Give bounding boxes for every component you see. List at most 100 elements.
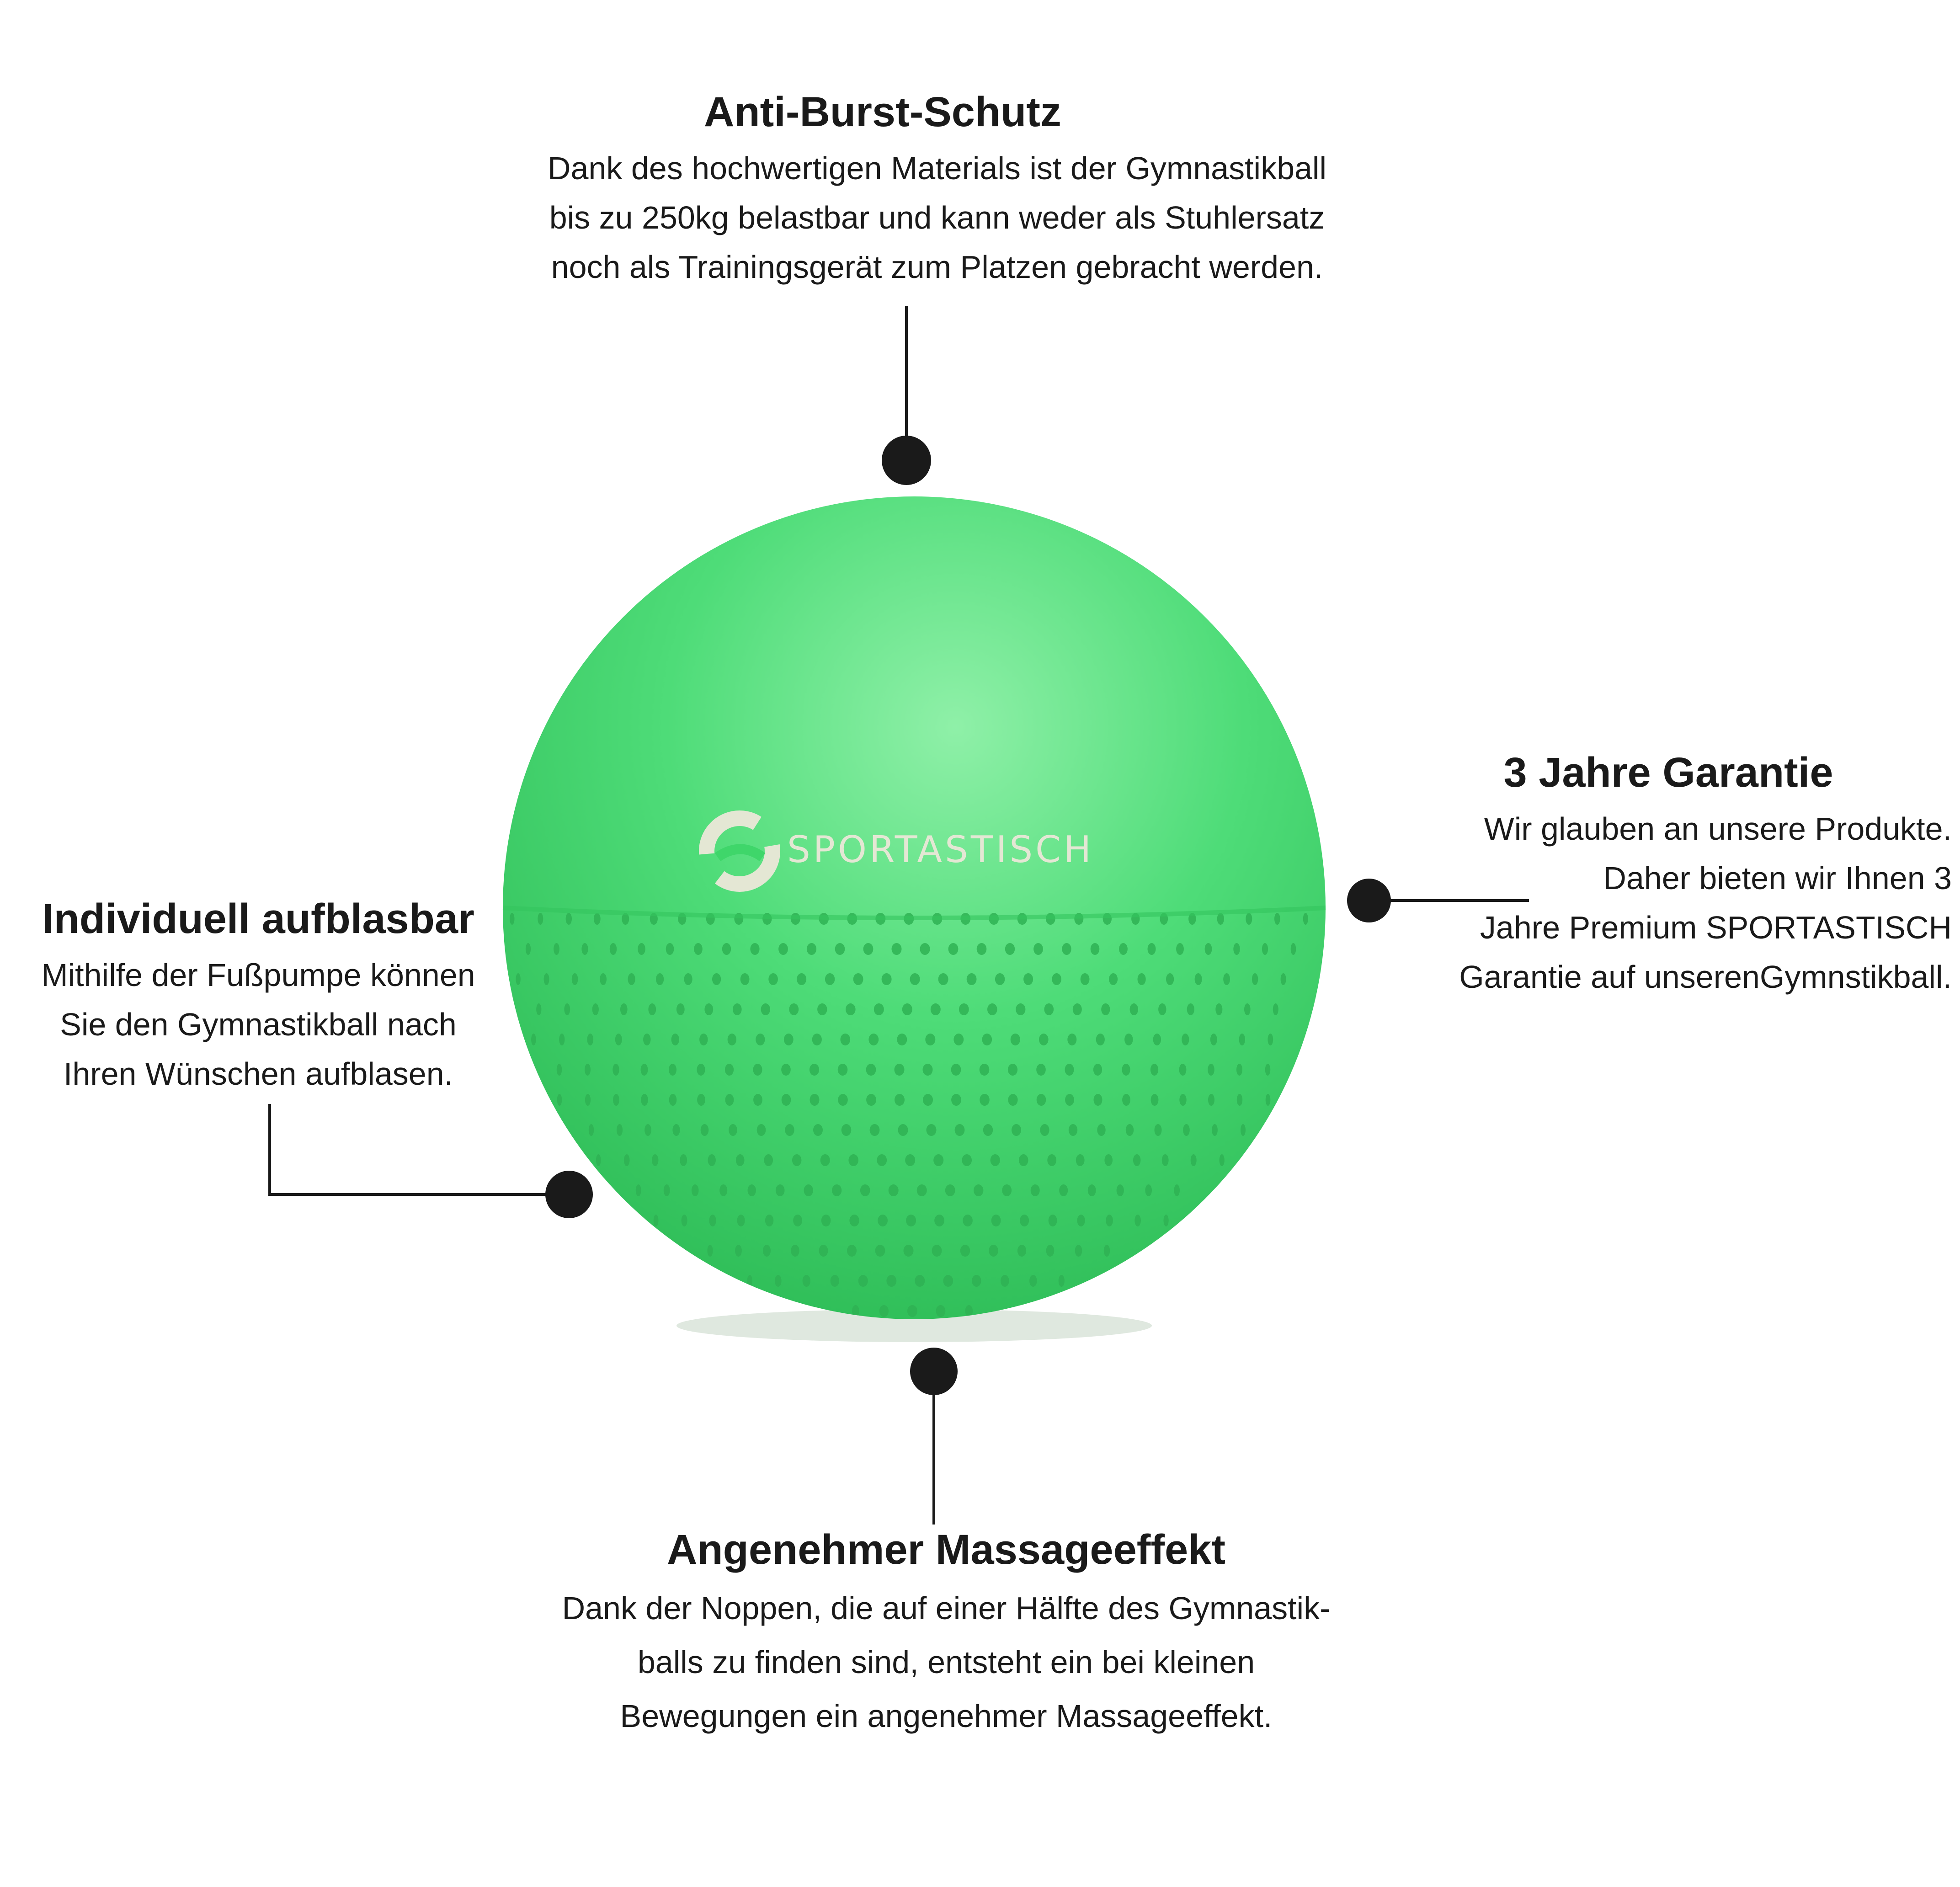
- nub: [756, 1034, 765, 1045]
- feature-inflatable: Individuell aufblasbar Mithilfe der Fußp…: [14, 896, 503, 1098]
- nub: [596, 1154, 601, 1166]
- nub: [848, 1154, 858, 1166]
- nub: [873, 1003, 884, 1015]
- nub: [793, 1215, 802, 1226]
- nub: [925, 1034, 936, 1045]
- nub: [556, 1064, 562, 1076]
- nub: [819, 1245, 828, 1257]
- nub: [951, 1064, 961, 1076]
- feature-line: Jahre Premium SPORTASTISCH: [1480, 910, 1952, 946]
- nub: [1097, 1124, 1106, 1136]
- nub: [1033, 943, 1043, 955]
- nub: [750, 943, 760, 955]
- nub: [878, 1215, 888, 1226]
- nub: [1075, 1245, 1082, 1257]
- nub: [982, 1034, 992, 1045]
- nub: [1210, 1034, 1217, 1045]
- nub: [1182, 1034, 1189, 1045]
- nub: [1290, 943, 1296, 955]
- nub: [727, 1034, 737, 1045]
- nub: [789, 1003, 799, 1015]
- nub: [516, 973, 521, 985]
- nub: [933, 1154, 944, 1166]
- nub: [809, 1064, 820, 1076]
- nub: [708, 1154, 716, 1166]
- nub: [948, 943, 959, 955]
- nub: [1161, 1154, 1169, 1166]
- feature-title: Anti-Burst-Schutz: [704, 89, 1061, 135]
- nub: [571, 973, 578, 985]
- nub: [1166, 973, 1174, 985]
- nub: [666, 943, 674, 955]
- nub: [669, 1064, 676, 1076]
- nub: [934, 1215, 944, 1226]
- nub: [1179, 1094, 1187, 1106]
- nub: [1183, 1124, 1190, 1136]
- nub: [907, 1305, 917, 1317]
- nub: [1010, 1034, 1020, 1045]
- feature-line: balls zu finden sind, entsteht ein bei k…: [637, 1644, 1255, 1680]
- nub: [1002, 1184, 1012, 1196]
- nub: [966, 973, 977, 985]
- nub: [653, 1215, 659, 1226]
- nub: [724, 1064, 734, 1076]
- nub: [1217, 913, 1224, 925]
- nub: [585, 1094, 591, 1106]
- nub: [866, 1064, 876, 1076]
- connector-bottom-dot: [910, 1348, 958, 1395]
- nub: [652, 1154, 659, 1166]
- nub: [1194, 973, 1202, 985]
- nub: [1236, 1064, 1242, 1076]
- feature-line: Garantie auf unserenGymnstikball.: [1459, 959, 1952, 995]
- nub: [1215, 1003, 1223, 1015]
- connector-left-line: [268, 1104, 569, 1196]
- ball-shadow: [676, 1309, 1152, 1342]
- feature-title: Angenehmer Massageeffekt: [667, 1526, 1225, 1573]
- nub: [781, 1094, 791, 1106]
- nub: [1104, 1154, 1113, 1166]
- nub: [852, 1305, 859, 1317]
- nub: [761, 1003, 771, 1015]
- nub: [712, 973, 721, 985]
- nub: [898, 1124, 908, 1136]
- nub: [1252, 973, 1258, 985]
- nub: [965, 1305, 973, 1317]
- nub: [1134, 1215, 1141, 1226]
- nub: [797, 973, 807, 985]
- feature-description: Mithilfe der Fußpumpe können Sie den Gym…: [14, 950, 503, 1098]
- nub: [1076, 1154, 1085, 1166]
- nub: [976, 943, 987, 955]
- nub: [588, 1124, 594, 1136]
- nub: [733, 1003, 742, 1015]
- nub: [910, 973, 920, 985]
- nub: [1154, 1124, 1162, 1136]
- nub: [1018, 1154, 1028, 1166]
- nub: [764, 1154, 773, 1166]
- nub: [835, 943, 845, 955]
- nub: [879, 1305, 889, 1317]
- nub: [1244, 1003, 1251, 1015]
- nub: [1208, 1094, 1214, 1106]
- nub: [592, 1003, 599, 1015]
- nub: [747, 1275, 752, 1287]
- feature-line: noch als Trainingsgerät zum Platzen gebr…: [551, 249, 1323, 285]
- nub: [1124, 1034, 1133, 1045]
- nub: [894, 1064, 905, 1076]
- nub: [853, 973, 863, 985]
- nub: [543, 973, 549, 985]
- nub: [1239, 1034, 1245, 1045]
- nub: [1233, 943, 1240, 955]
- nub: [891, 943, 902, 955]
- nub: [1106, 1215, 1113, 1226]
- nub: [922, 1064, 933, 1076]
- nub: [1101, 1003, 1110, 1015]
- nub: [709, 1215, 716, 1226]
- nub: [735, 1245, 742, 1257]
- nub: [987, 1003, 997, 1015]
- nub: [680, 1154, 687, 1166]
- nub: [1030, 1184, 1040, 1196]
- nub: [895, 1094, 905, 1106]
- nub: [628, 973, 635, 985]
- nub: [1122, 1094, 1130, 1106]
- nub: [778, 943, 788, 955]
